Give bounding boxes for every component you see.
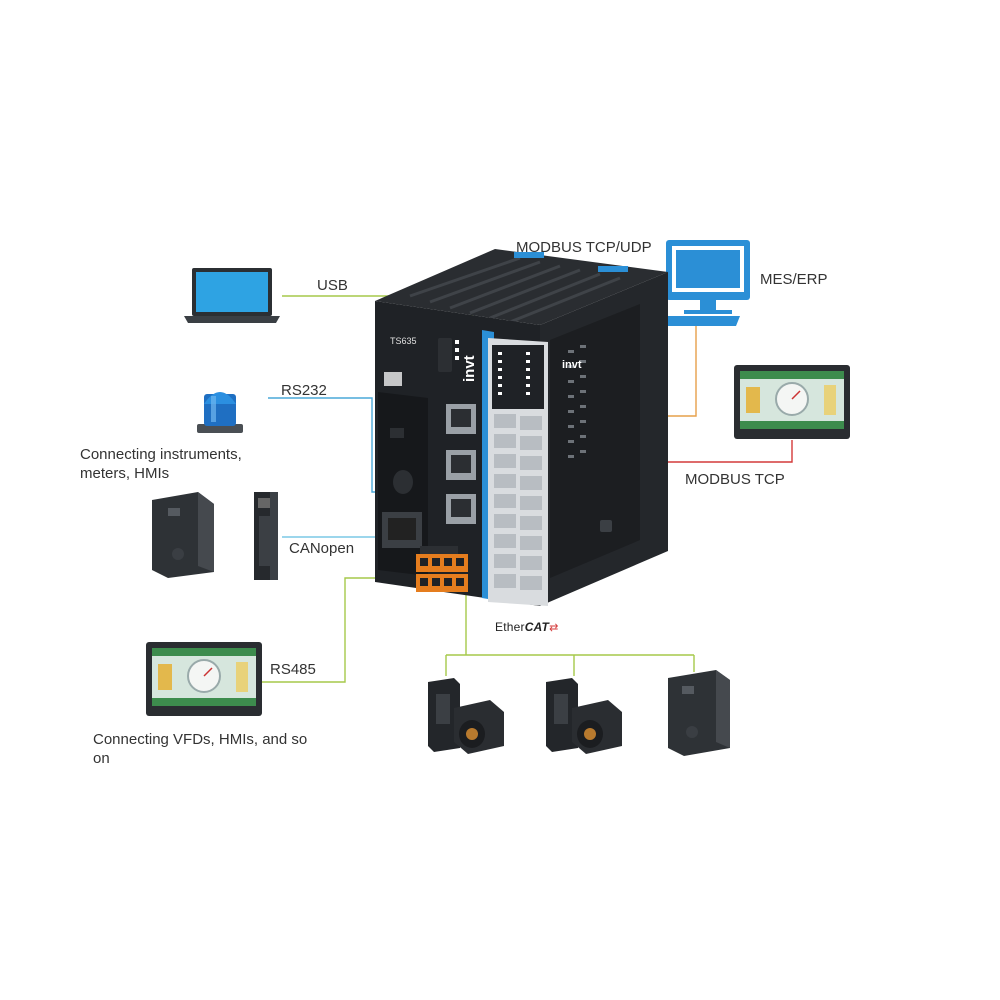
- ethernet-port-3: [446, 494, 476, 524]
- canopen-label: CANopen: [289, 540, 355, 557]
- rs485-label: RS485: [270, 661, 316, 678]
- usb-label: USB: [317, 277, 348, 294]
- modbus-tcp-label: MODBUS TCP: [685, 471, 785, 488]
- hmi-panel-icon: [146, 642, 262, 716]
- rs232-label: RS232: [281, 382, 327, 399]
- hmi-panel-right-icon: [734, 365, 850, 439]
- mes-erp-label: MES/ERP: [760, 271, 828, 288]
- laptop-icon: [184, 268, 280, 323]
- vfd-drive-right-icon: [668, 670, 730, 756]
- servo-motor-2-icon: [546, 678, 622, 754]
- ethernet-port-1: [446, 404, 476, 434]
- ethercat-prefix: Ether: [495, 620, 525, 634]
- ethercat-arrows-icon: ⇄: [549, 622, 559, 634]
- ethernet-port-2: [446, 450, 476, 480]
- vfds-label: Connecting VFDs, HMIs, and so on: [93, 731, 308, 767]
- servo-motor-1-icon: [428, 678, 504, 754]
- plc-controller: invt invt TS635: [375, 249, 668, 606]
- vfd-drive-icon: [152, 492, 214, 578]
- servo-drive-icon: [254, 492, 278, 580]
- model-label: TS635: [390, 336, 417, 346]
- brand-logo: invt: [461, 355, 478, 382]
- brand-logo-side: invt: [562, 359, 582, 371]
- desktop-computer-icon: [664, 240, 750, 326]
- ethercat-bold: CAT: [524, 620, 550, 634]
- instruments-label: Connecting instruments, meters, HMIs: [80, 446, 242, 482]
- modbus-udp-label: MODBUS TCP/UDP: [516, 239, 652, 256]
- ethercat-logo: EtherCAT⇄: [495, 620, 558, 634]
- rs232-line: [268, 397, 390, 493]
- instrument-beacon-icon: [197, 392, 243, 433]
